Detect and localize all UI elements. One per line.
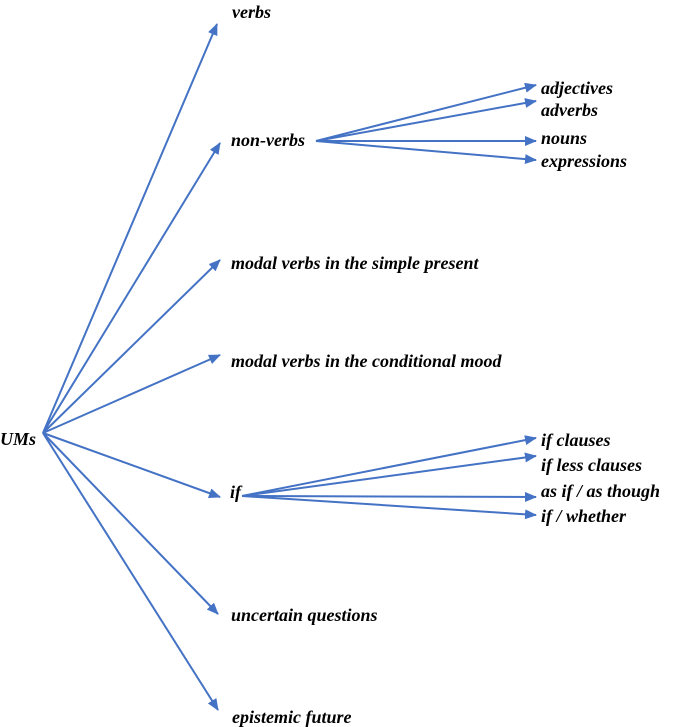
arrow-to-non-verbs [42,142,221,434]
arrow-to-adverbs [315,98,537,142]
arrow-to-if [42,432,221,498]
category-uncertain-questions-label: uncertain questions [231,605,378,625]
if-child-if-less-clauses-label: if less clauses [541,455,642,475]
if-child-as-if-as-though-label: as if / as though [541,481,661,501]
arrow-to-uncertain-questions [42,432,219,615]
category-verbs-label: verbs [232,2,271,22]
arrow-to-if-whether [241,495,537,520]
root-label: UMs [0,429,37,449]
category-modal-present-label: modal verbs in the simple present [231,253,479,273]
if-child-if-whether-label: if / whether [541,506,627,526]
category-if-label: if [230,482,241,502]
arrow-group [42,23,537,711]
category-non-verbs-label: non-verbs [231,130,306,150]
non-verbs-child-adverbs-label: adverbs [541,100,598,120]
arrow-to-if-clauses [241,435,537,497]
non-verbs-child-expressions-label: expressions [541,151,628,171]
if-child-if-clauses-label: if clauses [541,430,611,450]
arrow-to-adjectives [315,82,537,142]
arrow-to-expressions [315,140,537,165]
arrow-to-modal-present [42,259,221,434]
arrow-to-epistemic-future [42,432,219,711]
non-verbs-child-adjectives-label: adjectives [541,78,613,98]
non-verbs-child-nouns-label: nouns [541,128,588,148]
category-epistemic-future-label: epistemic future [232,707,352,727]
arrow-to-if-less-clauses [241,452,537,497]
category-modal-conditional-label: modal verbs in the conditional mood [231,351,502,371]
arrow-to-verbs [42,23,218,434]
arrow-to-modal-conditional [42,354,221,434]
arrow-to-as-if-as-though [241,491,537,502]
